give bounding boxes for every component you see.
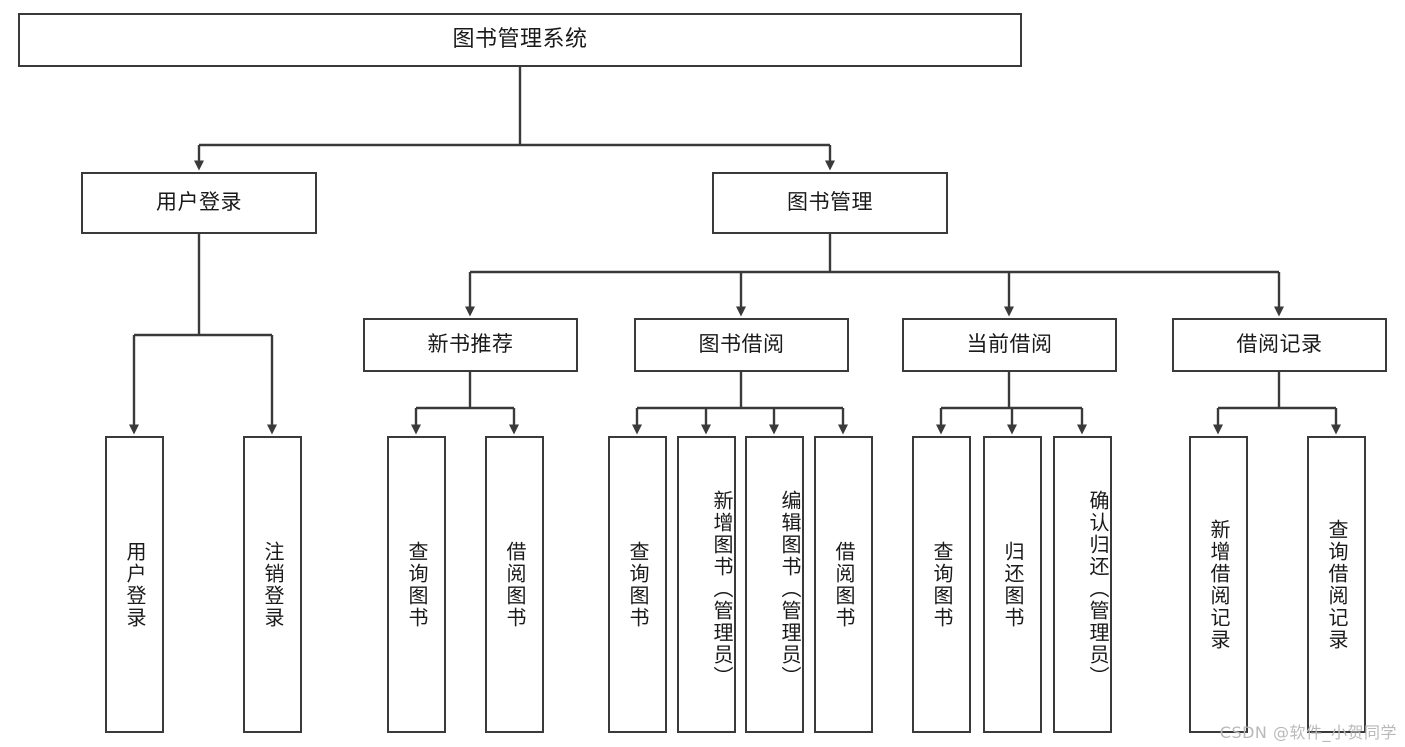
node-label: 借阅图书: [503, 540, 527, 629]
node-book-borrow[interactable]: 图书借阅: [634, 318, 849, 372]
node-label: 新书推荐: [427, 332, 514, 357]
node-leaf-user-login[interactable]: 用户登录: [105, 436, 164, 733]
node-label: 查询图书: [405, 540, 429, 629]
node-new-book-recommend[interactable]: 新书推荐: [363, 318, 578, 372]
node-root-图书管理系统[interactable]: 图书管理系统: [18, 13, 1022, 67]
node-leaf-borrow-book[interactable]: 借阅图书: [814, 436, 873, 733]
node-label: 查询图书: [930, 540, 954, 629]
node-leaf-query-borrow-record[interactable]: 查询借阅记录: [1307, 436, 1366, 733]
node-label: 借阅图书: [832, 540, 856, 629]
node-user-login[interactable]: 用户登录: [81, 172, 317, 234]
node-label: 用户登录: [123, 540, 147, 629]
node-borrow-record[interactable]: 借阅记录: [1172, 318, 1387, 372]
node-leaf-query-book-recommend[interactable]: 查询图书: [387, 436, 446, 733]
node-leaf-borrow-book-recommend[interactable]: 借阅图书: [485, 436, 544, 733]
node-label: 图书管理: [787, 190, 873, 215]
node-label: 新增图书（管理员）: [710, 489, 734, 688]
node-leaf-confirm-return-admin[interactable]: 确认归还（管理员）: [1053, 436, 1112, 733]
node-leaf-edit-book-admin[interactable]: 编辑图书（管理员）: [745, 436, 804, 733]
node-label: 查询借阅记录: [1325, 518, 1349, 651]
node-current-borrow[interactable]: 当前借阅: [902, 318, 1117, 372]
node-label: 归还图书: [1001, 540, 1025, 629]
node-label: 图书管理系统: [452, 26, 588, 52]
watermark-label: CSDN @软件_小贺同学: [1219, 723, 1397, 742]
node-label: 编辑图书（管理员）: [778, 489, 802, 688]
node-book-manage[interactable]: 图书管理: [712, 172, 948, 234]
node-label: 图书借阅: [698, 332, 785, 357]
node-label: 新增借阅记录: [1207, 518, 1231, 651]
node-label: 查询图书: [626, 540, 650, 629]
node-leaf-return-book[interactable]: 归还图书: [983, 436, 1042, 733]
node-leaf-add-book-admin[interactable]: 新增图书（管理员）: [677, 436, 736, 733]
node-label: 用户登录: [156, 190, 242, 215]
node-leaf-add-borrow-record[interactable]: 新增借阅记录: [1189, 436, 1248, 733]
node-label: 确认归还（管理员）: [1086, 489, 1110, 688]
node-label: 借阅记录: [1236, 332, 1323, 357]
node-leaf-logout-login[interactable]: 注销登录: [243, 436, 302, 733]
node-label: 注销登录: [261, 540, 285, 629]
node-label: 当前借阅: [966, 332, 1053, 357]
node-leaf-query-book-borrow[interactable]: 查询图书: [608, 436, 667, 733]
node-leaf-query-book-current[interactable]: 查询图书: [912, 436, 971, 733]
